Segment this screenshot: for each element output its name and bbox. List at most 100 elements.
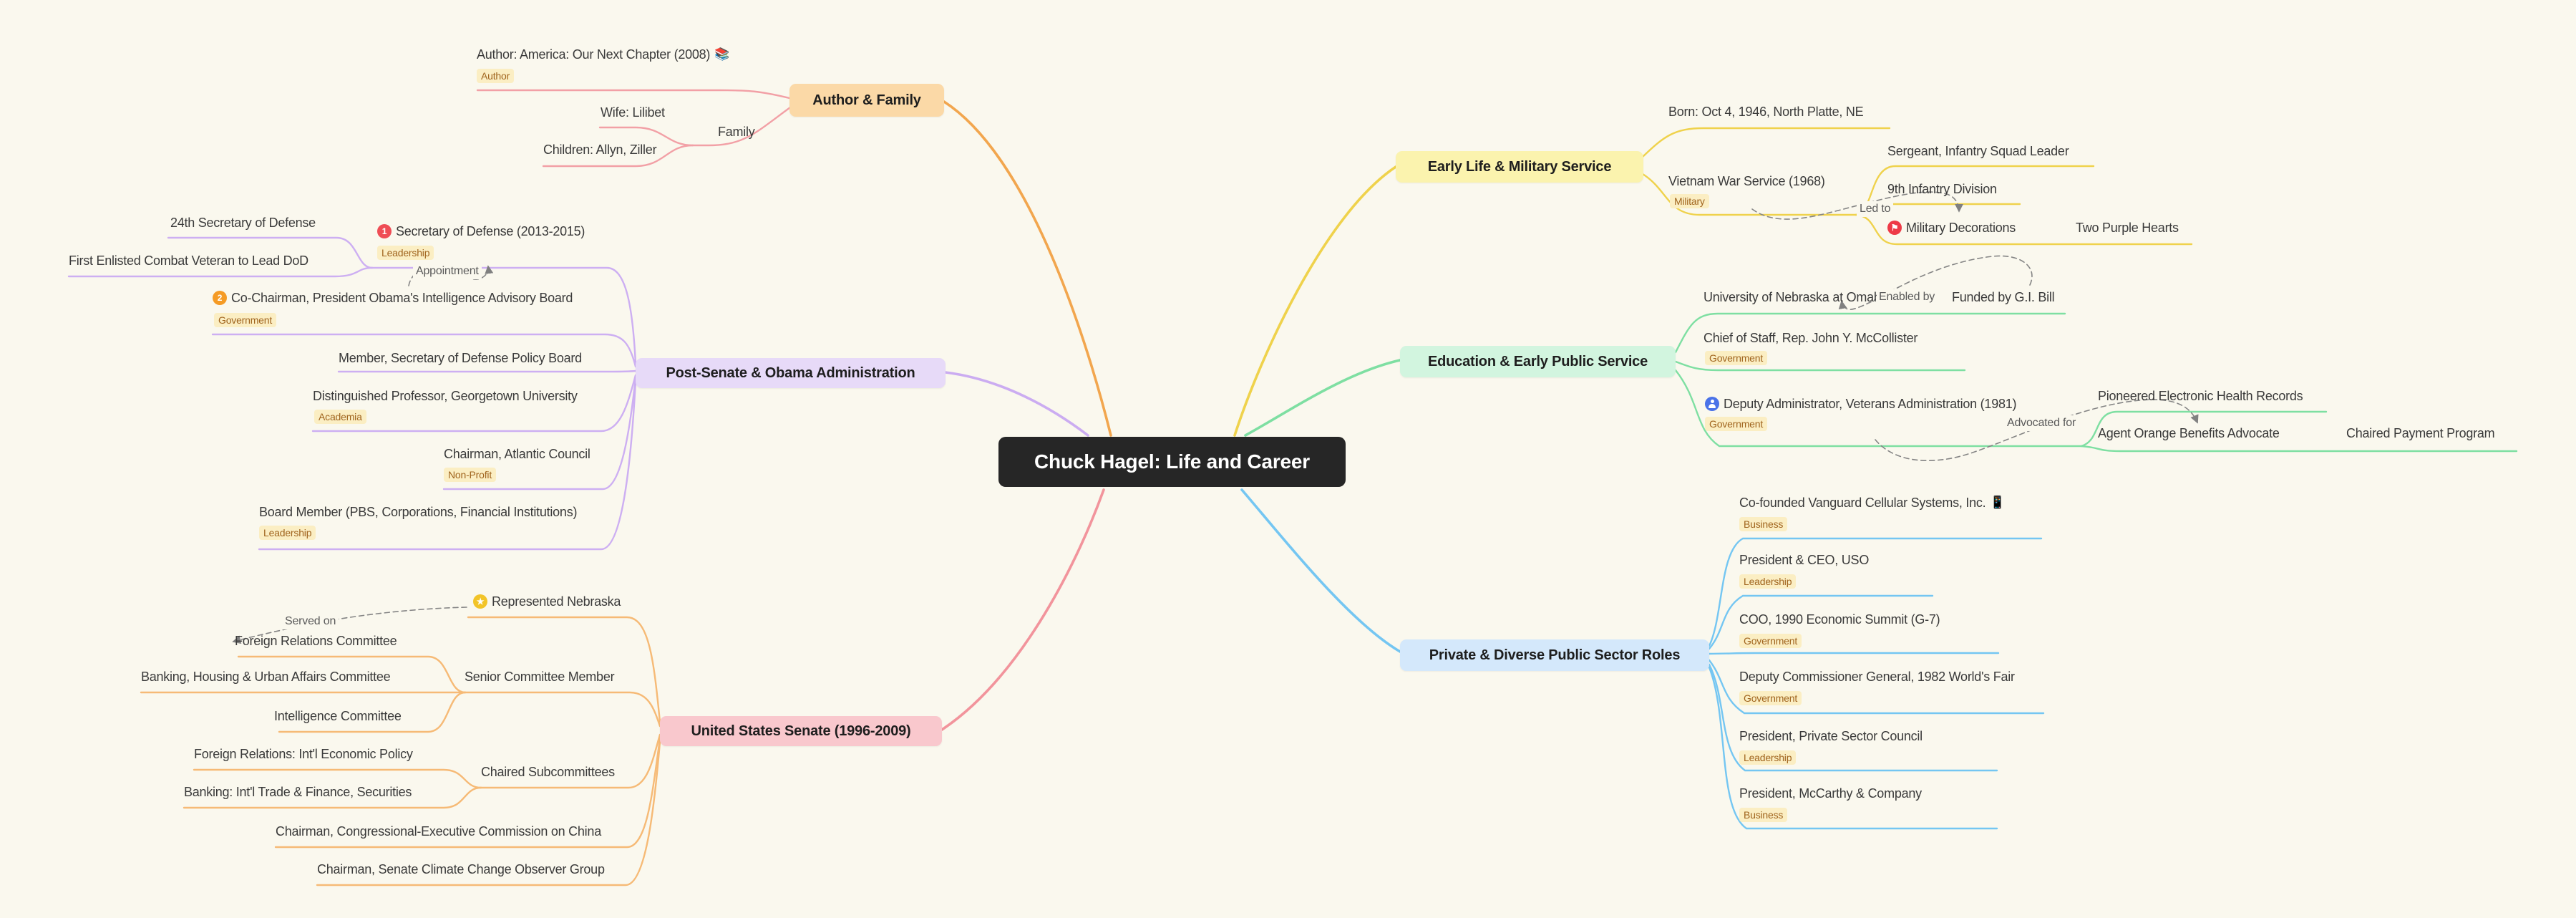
edge-senate-0 [467, 616, 661, 723]
edge-post-senate-5 [311, 374, 637, 433]
branch-node-education[interactable]: Education & Early Public Service [1400, 346, 1676, 377]
node-chairman-atlantic-council[interactable]: Chairman, Atlantic Council [444, 445, 590, 463]
node-president-private-sector-council[interactable]: President, Private Sector Council [1739, 728, 1923, 745]
node-board-member-pbs[interactable]: Board Member (PBS, Corporations, Financi… [259, 503, 577, 521]
star-icon: ★ [473, 594, 487, 609]
edge-private-roles-2 [1708, 652, 2000, 655]
edge-senate-1 [464, 691, 661, 728]
node-label: Children: Allyn, Ziller [543, 142, 657, 157]
node-label: Sergeant, Infantry Squad Leader [1887, 143, 2069, 158]
edge-private-roles-5 [1708, 666, 1998, 830]
node-banking-housing-committee[interactable]: Banking, Housing & Urban Affairs Committ… [141, 668, 391, 685]
badge-non-profit: Non-Profit [444, 468, 497, 482]
node-sergeant[interactable]: Sergeant, Infantry Squad Leader [1887, 142, 2069, 160]
node-president-mccarthy[interactable]: President, McCarthy & Company [1739, 785, 1922, 802]
node-label: 9th Infantry Division [1887, 181, 1997, 196]
node-label: First Enlisted Combat Veteran to Lead Do… [69, 253, 308, 268]
relation-label: Advocated for [2004, 415, 2079, 431]
badge-government: Government [1705, 417, 1768, 431]
edge-private-roles-4 [1708, 663, 1998, 772]
edge-senate-4 [278, 691, 467, 733]
mobile-phone-icon: 📱 [1990, 496, 2006, 509]
books-icon: 📚 [714, 47, 730, 61]
edge-education-4 [2080, 445, 2518, 453]
node-represented-nebraska[interactable]: ★ Represented Nebraska [473, 593, 621, 610]
node-label: Intelligence Committee [274, 708, 402, 723]
node-label: Funded by G.I. Bill [1952, 289, 2055, 304]
edge-education-0 [1674, 312, 2066, 354]
edge-post-senate-0 [371, 266, 637, 365]
edge-post-senate-7 [258, 380, 637, 551]
branch-node-author-family[interactable]: Author & Family [789, 84, 944, 117]
node-chaired-payment-program[interactable]: Chaired Payment Program [2346, 425, 2495, 442]
node-defense-policy-board[interactable]: Member, Secretary of Defense Policy Boar… [339, 349, 582, 367]
node-wife[interactable]: Wife: Lilibet [601, 104, 665, 121]
node-chaired-subcommittees[interactable]: Chaired Subcommittees [481, 763, 615, 781]
edge-center-post-senate [944, 371, 1089, 437]
node-label: Foreign Relations: Int'l Economic Policy [194, 746, 413, 761]
node-label: Chief of Staff, Rep. John Y. McCollister [1703, 330, 1918, 345]
node-label: Banking: Int'l Trade & Finance, Securiti… [184, 784, 412, 799]
node-label: Author: America: Our Next Chapter (2008) [477, 47, 711, 62]
node-vanguard-cellular[interactable]: Co-founded Vanguard Cellular Systems, In… [1739, 494, 2006, 511]
node-banking-intl-trade[interactable]: Banking: Int'l Trade & Finance, Securiti… [184, 783, 412, 801]
node-agent-orange-advocate[interactable]: Agent Orange Benefits Advocate [2098, 425, 2280, 442]
node-label: Two Purple Hearts [2076, 220, 2179, 235]
node-military-decorations[interactable]: ⚑Military Decorations [1887, 219, 2016, 236]
node-label: Chaired Payment Program [2346, 425, 2495, 440]
node-fr-intl-economic-policy[interactable]: Foreign Relations: Int'l Economic Policy [194, 745, 413, 763]
node-coo-economic-summit[interactable]: COO, 1990 Economic Summit (G-7) [1739, 611, 1940, 628]
node-deputy-administrator-va[interactable]: Deputy Administrator, Veterans Administr… [1705, 395, 2016, 412]
edge-private-roles-3 [1708, 659, 2045, 715]
node-label: Born: Oct 4, 1946, North Platte, NE [1668, 104, 1864, 119]
node-first-enlisted-veteran[interactable]: First Enlisted Combat Veteran to Lead Do… [69, 252, 308, 269]
node-born[interactable]: Born: Oct 4, 1946, North Platte, NE [1668, 103, 1864, 120]
node-senior-committee-member[interactable]: Senior Committee Member [465, 668, 615, 685]
badge-academia: Academia [314, 410, 366, 424]
node-deputy-commissioner-worlds-fair[interactable]: Deputy Commissioner General, 1982 World'… [1739, 668, 2015, 685]
edge-post-senate-2 [67, 266, 374, 278]
root-node-title[interactable]: Chuck Hagel: Life and Career [998, 437, 1346, 487]
node-funded-gi-bill[interactable]: Funded by G.I. Bill [1952, 289, 2055, 306]
node-chief-of-staff[interactable]: Chief of Staff, Rep. John Y. McCollister [1703, 329, 1918, 347]
node-university-nebraska[interactable]: University of Nebraska at Omaha [1703, 289, 1877, 306]
relation-edge-early-life-0 [1751, 191, 1963, 220]
branch-node-senate[interactable]: United States Senate (1996-2009) [660, 716, 942, 746]
node-vietnam-war-service[interactable]: Vietnam War Service (1968) [1668, 173, 1825, 190]
node-author-book[interactable]: Author: America: Our Next Chapter (2008)… [477, 46, 729, 63]
branch-node-early-life[interactable]: Early Life & Military Service [1396, 151, 1643, 183]
node-chairman-china-commission[interactable]: Chairman, Congressional-Executive Commis… [276, 823, 601, 840]
node-label: Member, Secretary of Defense Policy Boar… [339, 350, 582, 365]
node-label: Banking, Housing & Urban Affairs Committ… [141, 669, 391, 684]
badge-leadership: Leadership [259, 526, 316, 540]
edge-post-senate-3 [211, 333, 637, 368]
node-chairman-climate-group[interactable]: Chairman, Senate Climate Change Observer… [317, 861, 605, 878]
node-president-ceo-uso[interactable]: President & CEO, USO [1739, 551, 1869, 569]
node-foreign-relations-committee[interactable]: Foreign Relations Committee [235, 632, 397, 649]
badge-government: Government [1705, 351, 1768, 365]
node-georgetown-professor[interactable]: Distinguished Professor, Georgetown Univ… [313, 387, 578, 405]
branch-node-post-senate[interactable]: Post-Senate & Obama Administration [636, 358, 946, 388]
node-label: Represented Nebraska [492, 594, 621, 609]
node-intelligence-committee[interactable]: Intelligence Committee [274, 707, 402, 725]
edge-post-senate-4 [337, 369, 637, 373]
flag-icon: ⚑ [1887, 221, 1902, 235]
badge-leadership: Leadership [377, 246, 434, 260]
node-children[interactable]: Children: Allyn, Ziller [543, 141, 657, 158]
edge-center-early-life [1233, 165, 1397, 437]
node-pioneered-ehr[interactable]: Pioneered Electronic Health Records [2098, 387, 2303, 405]
edge-center-senate [941, 488, 1105, 731]
node-ninth-infantry[interactable]: 9th Infantry Division [1887, 180, 1997, 198]
branch-node-private-roles[interactable]: Private & Diverse Public Sector Roles [1400, 639, 1709, 671]
edge-senate-2 [237, 655, 467, 694]
edge-education-1 [1674, 360, 1966, 372]
node-label: COO, 1990 Economic Summit (G-7) [1739, 612, 1940, 627]
node-24th-secretary[interactable]: 24th Secretary of Defense [170, 214, 316, 231]
node-two-purple-hearts[interactable]: Two Purple Hearts [2076, 219, 2179, 236]
node-family-group[interactable]: Family [718, 123, 755, 140]
node-label: Deputy Administrator, Veterans Administr… [1724, 396, 2017, 411]
node-label: President, Private Sector Council [1739, 728, 1923, 743]
relation-label: Enabled by [1876, 289, 1938, 305]
